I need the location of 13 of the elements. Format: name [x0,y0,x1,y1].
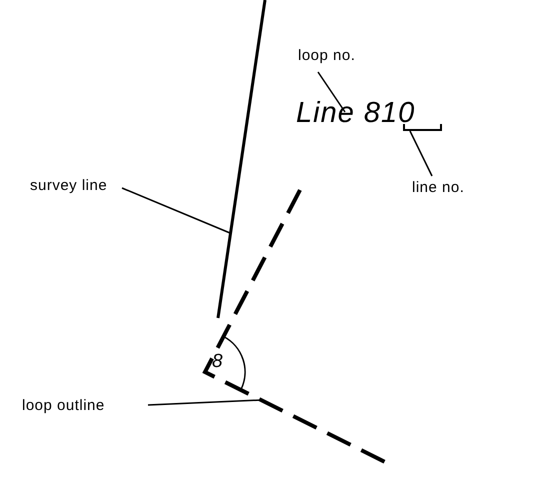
leader-line [122,187,230,234]
survey-line-label: survey line [30,178,108,194]
line-number-label: line no. [412,180,464,196]
leader-line [148,399,262,406]
loop-outline [202,189,386,464]
leader-line [317,72,346,112]
loop-outline-label: loop outline [22,398,105,414]
survey-line [216,0,266,318]
angle-number: 8 [212,352,224,373]
bracket [403,124,442,131]
leader-line [409,130,433,176]
line-number-title: Line 810 [296,98,416,130]
loop-number-label: loop no. [298,48,356,64]
